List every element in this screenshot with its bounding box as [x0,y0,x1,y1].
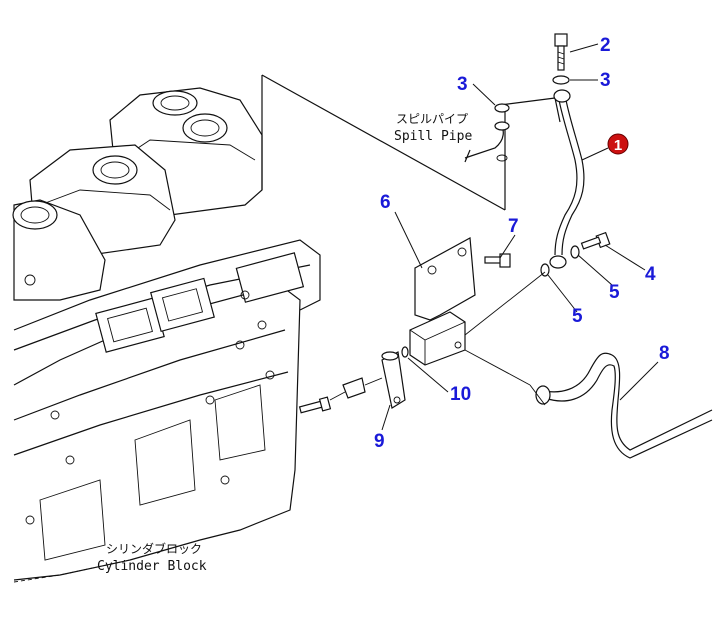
spill-pipe-inset [261,74,561,211]
callout-8[interactable]: 8 [659,343,670,364]
cylinder-block-en-label: Cylinder Block [97,559,207,574]
callout-1-label: 1 [614,137,622,154]
engine-cylinder-block [12,87,321,583]
callout-7[interactable]: 7 [508,216,519,237]
bracket-part-6 [409,237,476,366]
callout-3[interactable]: 3 [600,70,611,91]
callout-2[interactable]: 2 [600,35,611,56]
spill-pipe-part-1 [549,89,585,269]
callout-1-badge [607,133,629,155]
bolt-part-7 [484,253,511,268]
washer-part-5-a [570,245,580,259]
bolt-fitting [298,377,366,414]
callout-1[interactable]: 1 [607,133,629,155]
callout-3-inset[interactable]: 3 [457,74,468,95]
callout-10[interactable]: 10 [450,384,471,405]
bolt-part-4 [580,231,611,250]
bolt-part-2 [554,33,568,71]
callout-5-right[interactable]: 5 [609,282,620,303]
washer-inset [494,103,510,113]
spill-pipe-en-label: Spill Pipe [394,129,472,144]
washer-part-3 [552,75,570,85]
cylinder-block-jp-label: シリンダブロック [106,541,202,556]
spill-pipe-jp-label: スピルパイプ [396,112,468,126]
washer-part-5-b [540,263,550,277]
leader-lines [381,43,659,431]
callout-6[interactable]: 6 [380,192,391,213]
washer-part-10 [401,346,409,358]
callout-4[interactable]: 4 [645,264,656,285]
callout-9[interactable]: 9 [374,431,385,452]
fitting-part-9 [381,351,406,409]
hose-part-8 [464,349,713,459]
callout-5-left[interactable]: 5 [572,306,583,327]
